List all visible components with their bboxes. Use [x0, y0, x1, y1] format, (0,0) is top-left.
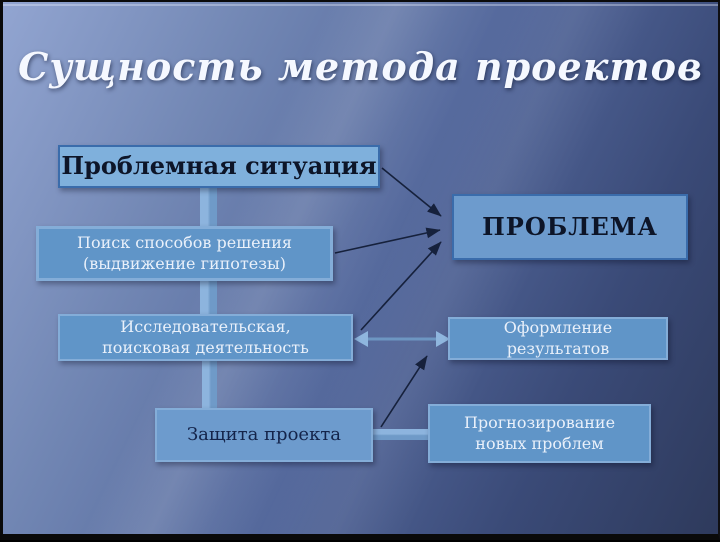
arrow-solution-search-to-problem	[334, 227, 441, 254]
slide-top-highlight	[3, 4, 718, 6]
double-arrow-research-results	[354, 331, 450, 347]
box-problem-label: ПРОБЛЕМА	[482, 211, 658, 241]
box-solution-search: Поиск способов решения (выдвижение гипот…	[36, 226, 333, 281]
box-problem-situation: Проблемная ситуация	[58, 145, 380, 188]
connector-research-to-defense	[202, 359, 217, 410]
box-results-formalization-label: Оформление результатов	[503, 318, 613, 358]
box-problem-situation-label: Проблемная ситуация	[61, 151, 377, 181]
box-new-problems-forecast-label: Прогнозирование новых проблем	[463, 413, 616, 453]
box-project-defense-label: Защита проекта	[186, 424, 342, 446]
arrow-defense-to-results	[380, 355, 428, 428]
box-project-defense: Защита проекта	[155, 408, 373, 462]
box-new-problems-forecast: Прогнозирование новых проблем	[428, 404, 651, 463]
connector-defense-to-forecast	[371, 429, 429, 440]
connector-solution-search-to-research	[200, 279, 217, 316]
box-solution-search-label: Поиск способов решения (выдвижение гипот…	[77, 233, 292, 273]
connector-problem-situation-to-solution-search	[200, 186, 217, 228]
box-results-formalization: Оформление результатов	[448, 317, 668, 360]
box-research-activity: Исследовательская, поисковая деятельност…	[58, 314, 353, 361]
box-problem: ПРОБЛЕМА	[452, 194, 688, 260]
slide-title: Сущность метода проектов	[18, 44, 703, 89]
arrow-problem-situation-to-problem	[381, 167, 442, 217]
arrow-research-to-problem	[360, 241, 442, 331]
box-research-activity-label: Исследовательская, поисковая деятельност…	[102, 317, 309, 357]
